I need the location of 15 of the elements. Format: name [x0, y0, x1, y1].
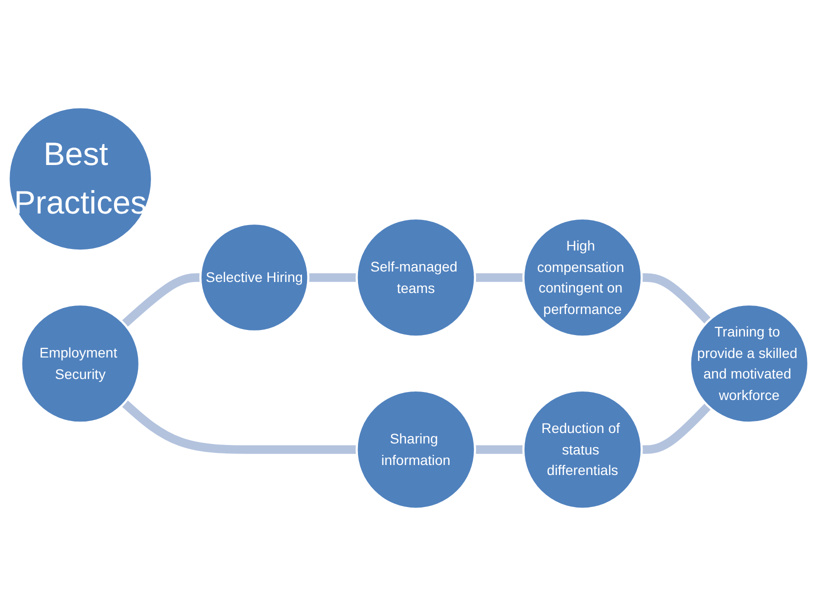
node-circle: High compensation contingent on performance — [522, 217, 643, 338]
node-circle: Reduction of status differentials — [522, 389, 643, 510]
connector — [641, 403, 712, 454]
node-circle: Sharing information — [356, 389, 476, 510]
connector — [641, 273, 712, 324]
node-circle: Selective Hiring — [199, 222, 310, 333]
node-circle: Self-managed teams — [356, 217, 476, 338]
connector — [474, 273, 524, 282]
connector — [121, 400, 357, 454]
node-circle: Training to provide a skilled and motivated workforce — [689, 303, 810, 424]
connector — [121, 273, 201, 328]
node-circle: Employment Security — [20, 303, 141, 424]
node-circle: Best Practices — [8, 106, 154, 252]
connector — [474, 445, 524, 454]
connector — [308, 273, 357, 282]
